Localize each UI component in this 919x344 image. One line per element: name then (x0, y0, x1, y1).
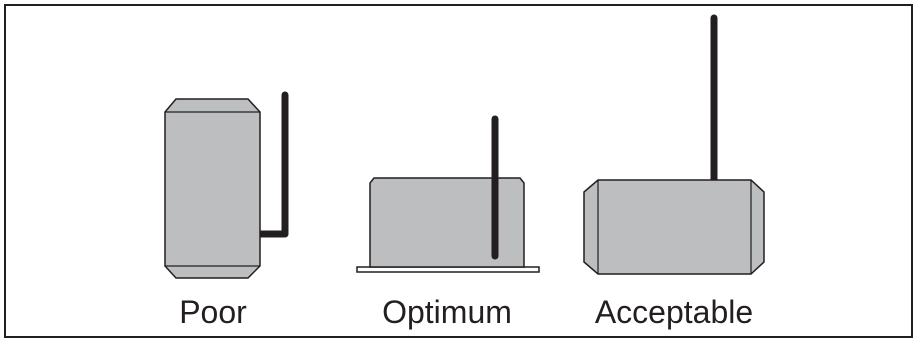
acceptable-device-illustration (583, 14, 765, 275)
poor-device-illustration (164, 91, 289, 279)
poor-device-body (164, 98, 261, 279)
acceptable-label: Acceptable (594, 294, 754, 330)
acceptable-device-body (583, 179, 765, 275)
figure-frame (4, 4, 913, 338)
optimum-label: Optimum (382, 294, 512, 330)
optimum-device-illustration (356, 115, 540, 273)
poor-antenna (255, 91, 289, 238)
optimum-device-body (369, 177, 525, 268)
poor-label: Poor (179, 294, 247, 330)
